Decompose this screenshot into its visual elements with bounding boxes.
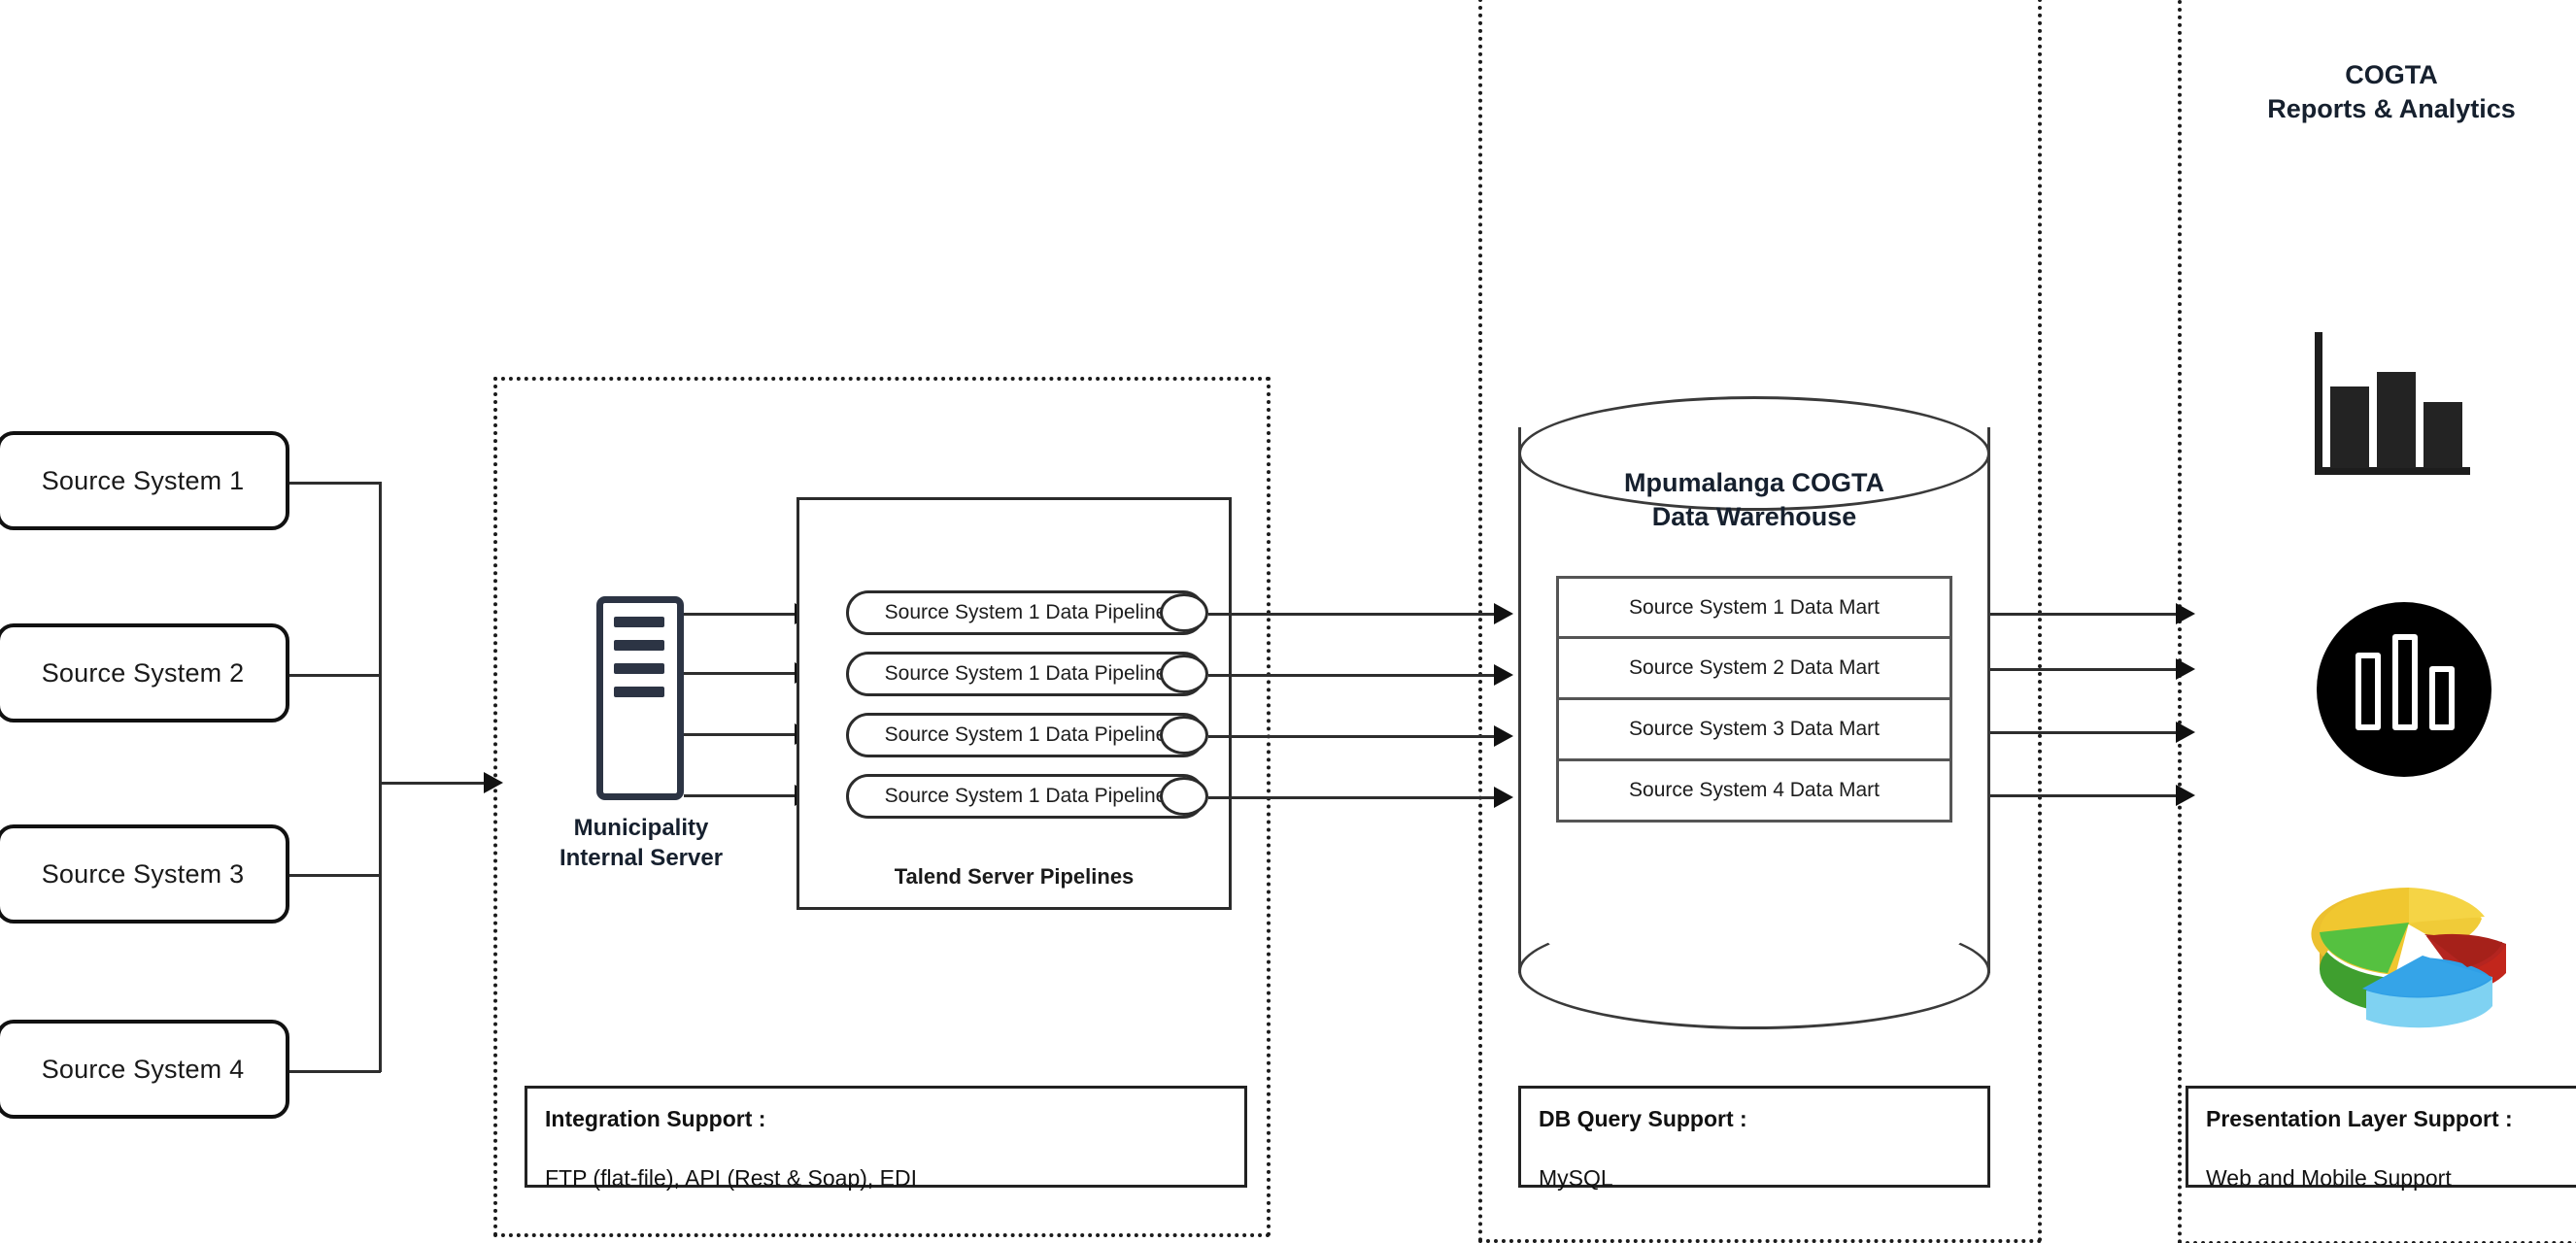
warehouse-layer-zone [1478, 0, 2042, 1243]
bar-chart-bar-2 [2377, 372, 2416, 468]
pipeline-to-warehouse-arrow-4 [1494, 787, 1513, 808]
source-system-label: Source System 1 [41, 465, 245, 495]
server-caption: Municipality Internal Server [544, 814, 738, 873]
presentation-support-body: Web and Mobile Support [2206, 1165, 2452, 1191]
analytics-circle-bar-3 [2429, 666, 2455, 730]
pipeline-endpoint-1 [1160, 593, 1208, 632]
source-system-label: Source System 3 [41, 858, 245, 889]
bus-to-server-line [379, 782, 486, 785]
warehouse-cylinder-bottom [1518, 913, 1990, 1029]
data-mart-row[interactable]: Source System 2 Data Mart [1559, 639, 1949, 700]
pipeline-row-1[interactable]: Source System 1 Data Pipeline [846, 590, 1205, 635]
source-system-box-4[interactable]: Source System 4 [0, 1020, 289, 1119]
pipeline-label: Source System 1 Data Pipeline [884, 723, 1168, 746]
source-connector-3 [289, 874, 381, 877]
integration-support-box: Integration Support : FTP (flat-file), A… [525, 1086, 1247, 1191]
pie-chart-3d-svg [2311, 888, 2506, 1028]
pipeline-label: Source System 1 Data Pipeline [884, 601, 1168, 623]
pipeline-row-3[interactable]: Source System 1 Data Pipeline [846, 713, 1205, 757]
server-caption-line2: Internal Server [559, 844, 724, 871]
warehouse-to-presentation-arrow-4 [2176, 785, 2195, 806]
bar-chart-bar-3 [2423, 402, 2462, 468]
warehouse-title: Mpumalanga COGTA Data Warehouse [1518, 466, 1990, 533]
warehouse-title-line1: Mpumalanga COGTA [1623, 468, 1884, 497]
presentation-title: COGTA Reports & Analytics [2197, 58, 2576, 125]
source-system-box-2[interactable]: Source System 2 [0, 623, 289, 722]
db-query-support-title: DB Query Support : [1539, 1106, 1747, 1131]
server-to-pipeline-line-3 [684, 733, 800, 736]
source-system-box-1[interactable]: Source System 1 [0, 431, 289, 530]
server-caption-line1: Municipality [573, 815, 709, 841]
warehouse-to-presentation-line-3 [1990, 731, 2181, 734]
data-mart-table: Source System 1 Data Mart Source System … [1556, 576, 1952, 823]
warehouse-title-line2: Data Warehouse [1651, 501, 1857, 531]
pipeline-to-warehouse-arrow-3 [1494, 725, 1513, 747]
analytics-circle-icon [2317, 602, 2491, 777]
warehouse-to-presentation-arrow-3 [2176, 722, 2195, 743]
pipeline-label: Source System 1 Data Pipeline [884, 785, 1168, 807]
data-mart-label: Source System 2 Data Mart [1629, 656, 1880, 679]
pipeline-endpoint-3 [1160, 716, 1208, 755]
warehouse-to-presentation-arrow-2 [2176, 658, 2195, 680]
pipeline-label: Source System 1 Data Pipeline [884, 662, 1168, 685]
bar-chart-bar-1 [2330, 386, 2369, 468]
source-connector-1 [289, 482, 381, 485]
bar-chart-x-axis [2315, 467, 2470, 475]
pipeline-to-warehouse-line-2 [1208, 674, 1498, 677]
warehouse-to-presentation-line-4 [1990, 794, 2181, 797]
talend-pipelines-container [797, 497, 1232, 910]
source-system-box-3[interactable]: Source System 3 [0, 824, 289, 924]
analytics-circle-bar-2 [2392, 634, 2418, 730]
presentation-title-line1: COGTA [2345, 60, 2438, 89]
data-mart-label: Source System 1 Data Mart [1629, 595, 1880, 619]
presentation-support-title: Presentation Layer Support : [2206, 1106, 2513, 1131]
warehouse-to-presentation-arrow-1 [2176, 603, 2195, 624]
server-vent-bar [614, 663, 664, 674]
bus-to-server-arrow [484, 772, 503, 793]
server-to-pipeline-line-2 [684, 672, 800, 675]
warehouse-to-presentation-line-2 [1990, 668, 2181, 671]
data-mart-row[interactable]: Source System 4 Data Mart [1559, 761, 1949, 820]
warehouse-cylinder-top [1518, 396, 1990, 511]
pipeline-to-warehouse-arrow-2 [1494, 664, 1513, 686]
server-icon [596, 596, 684, 800]
server-to-pipeline-line-4 [684, 794, 800, 797]
analytics-circle-bar-1 [2356, 653, 2381, 730]
pipeline-to-warehouse-line-3 [1208, 735, 1498, 738]
pipeline-endpoint-2 [1160, 655, 1208, 693]
pie-chart-3d-icon [2302, 864, 2516, 1044]
db-query-support-box: DB Query Support : MySQL [1518, 1086, 1990, 1191]
source-connector-4 [289, 1070, 381, 1073]
pipeline-row-4[interactable]: Source System 1 Data Pipeline [846, 774, 1205, 819]
data-mart-label: Source System 3 Data Mart [1629, 718, 1880, 740]
integration-support-title: Integration Support : [545, 1106, 766, 1131]
pipeline-endpoint-4 [1160, 777, 1208, 816]
warehouse-to-presentation-line-1 [1990, 613, 2181, 616]
server-vent-bar [614, 687, 664, 697]
data-mart-row[interactable]: Source System 1 Data Mart [1559, 579, 1949, 639]
source-system-label: Source System 4 [41, 1054, 245, 1084]
integration-support-body: FTP (flat-file), API (Rest & Soap), EDI [545, 1165, 918, 1191]
data-mart-row[interactable]: Source System 3 Data Mart [1559, 700, 1949, 761]
db-query-support-body: MySQL [1539, 1165, 1613, 1191]
server-vent-bar [614, 640, 664, 651]
pipeline-to-warehouse-line-4 [1208, 796, 1498, 799]
pipeline-to-warehouse-line-1 [1208, 613, 1498, 616]
data-mart-label: Source System 4 Data Mart [1629, 779, 1880, 801]
source-bus-vertical [379, 482, 382, 1072]
server-to-pipeline-line-1 [684, 613, 800, 616]
source-connector-2 [289, 674, 381, 677]
source-system-label: Source System 2 [41, 657, 245, 688]
server-vent-bar [614, 617, 664, 627]
integration-layer-zone [493, 377, 1271, 1237]
bar-chart-y-axis [2315, 332, 2322, 474]
presentation-title-line2: Reports & Analytics [2267, 93, 2516, 123]
pipeline-to-warehouse-arrow-1 [1494, 603, 1513, 624]
talend-pipelines-caption: Talend Server Pipelines [894, 864, 1135, 889]
pipeline-row-2[interactable]: Source System 1 Data Pipeline [846, 652, 1205, 696]
presentation-support-box: Presentation Layer Support : Web and Mob… [2186, 1086, 2576, 1191]
bar-chart-icon [2315, 332, 2470, 478]
